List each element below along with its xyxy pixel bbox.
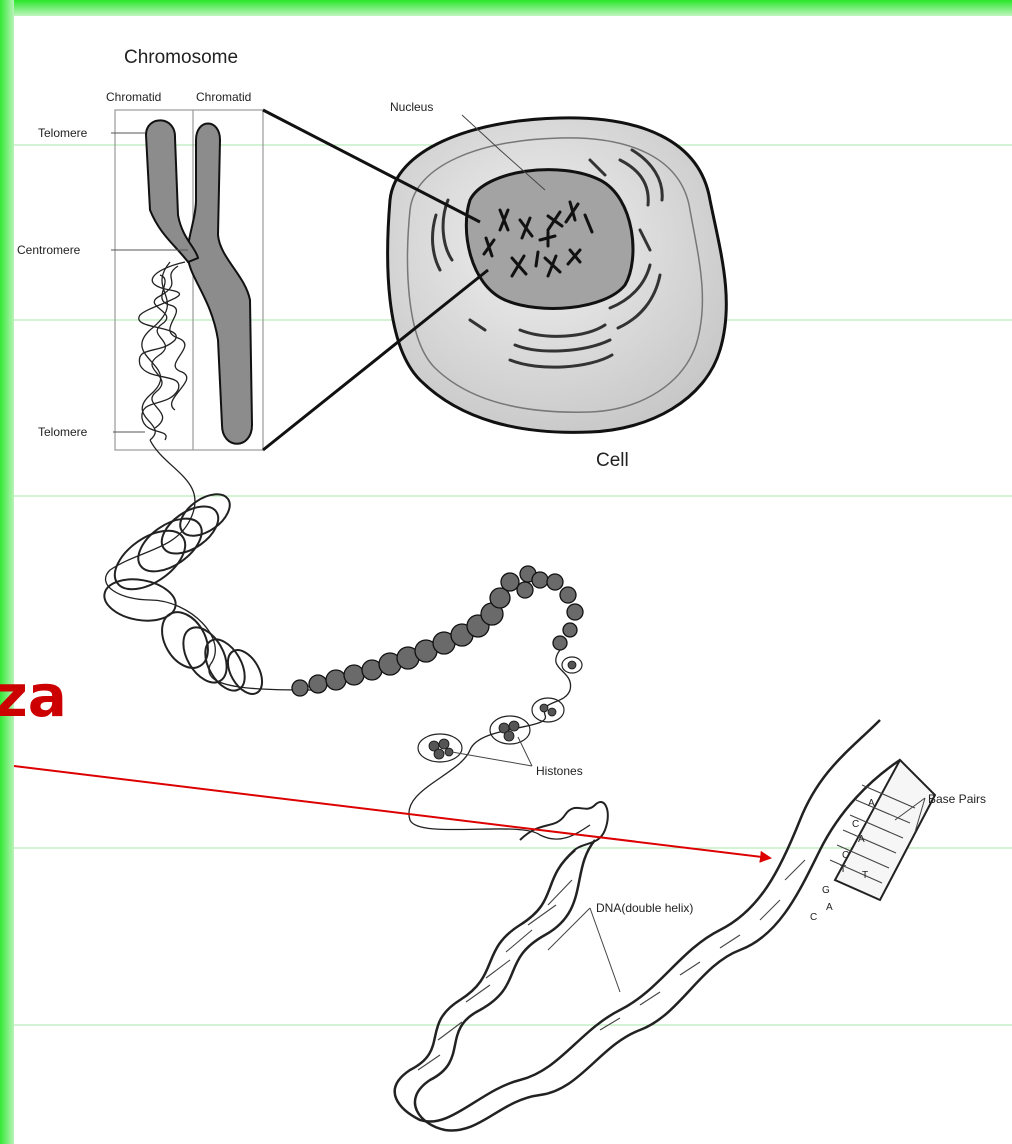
base-letter: A: [826, 902, 833, 913]
chromatid-left-label: Chromatid: [106, 90, 161, 104]
nucleosome-beads: [292, 566, 583, 696]
chromatid-right-label: Chromatid: [196, 90, 251, 104]
chromatin-fiber: [106, 440, 320, 690]
dna-double-helix: [395, 720, 935, 1130]
dna-leaders: [548, 908, 620, 992]
base-letter: A: [868, 798, 875, 809]
base-letter: C: [842, 850, 849, 861]
base-letter: C: [852, 819, 859, 830]
telomere-bottom-label: Telomere: [38, 425, 88, 439]
nucleus-label: Nucleus: [390, 100, 433, 114]
histone-clusters: [418, 657, 582, 762]
base-letter: G: [822, 885, 830, 896]
cell: [388, 118, 727, 432]
cell-label: Cell: [596, 450, 629, 471]
coiled-chromatin: [139, 262, 187, 440]
histone-leaders: [452, 737, 532, 766]
centromere-label: Centromere: [17, 243, 81, 257]
frame-left-band: [0, 0, 14, 1144]
nucleus: [466, 170, 633, 309]
chromosome-title: Chromosome: [124, 47, 238, 68]
red-pointer-arrow: [14, 766, 770, 858]
base-letter: C: [810, 912, 817, 923]
base-letter: T: [840, 864, 846, 875]
histones-label: Histones: [536, 764, 583, 778]
slide-partial-text: za: [0, 662, 67, 730]
frame-top-band: [0, 0, 1012, 16]
solenoid-coils: [101, 486, 269, 700]
chromatid-right-shape: [188, 124, 252, 444]
telomere-top-label: Telomere: [38, 126, 88, 140]
base-letter: T: [862, 870, 868, 881]
base-pair-rungs: [418, 785, 915, 1070]
dna-label: DNA(double helix): [596, 901, 693, 915]
base-pairs-label: Base Pairs: [928, 792, 986, 806]
base-letter: A: [858, 834, 865, 845]
